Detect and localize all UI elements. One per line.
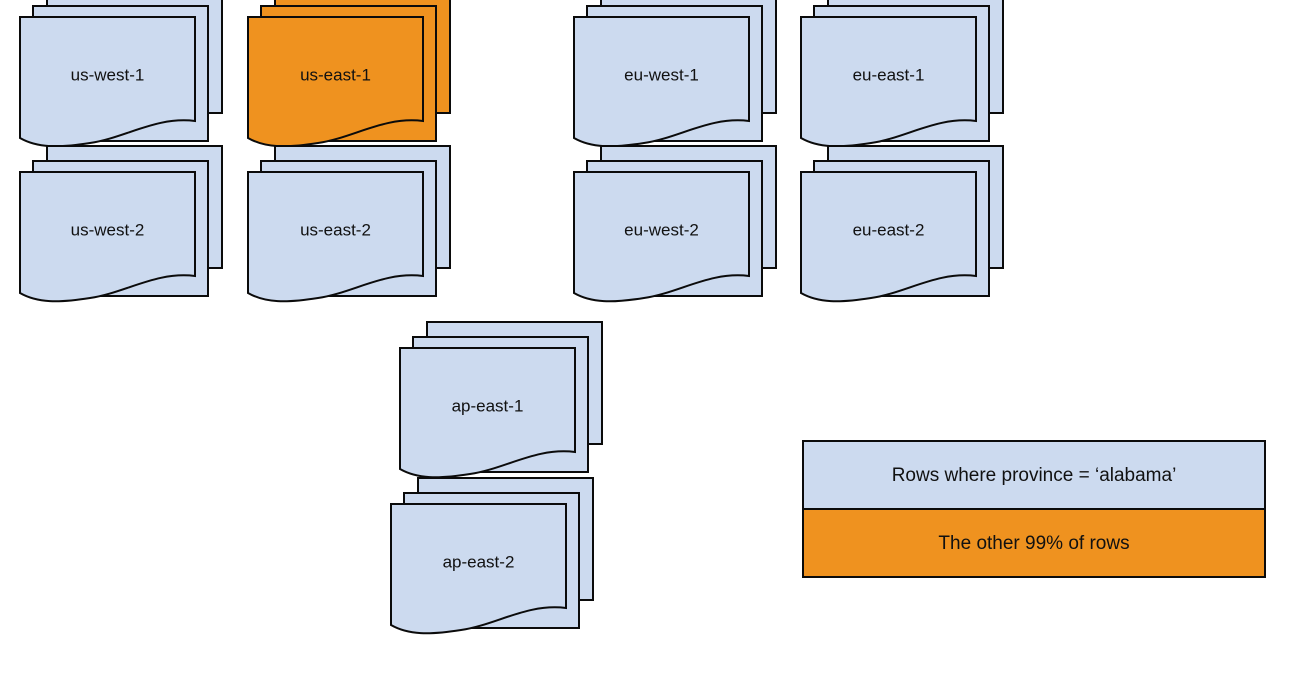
legend-swatch [802, 508, 1266, 578]
document-stack-eu-west-2[interactable]: eu-west-2 [573, 145, 777, 303]
document-stack-label: us-east-1 [300, 65, 371, 84]
document-sheet-front [800, 171, 977, 303]
document-sheet-front [247, 171, 424, 303]
document-stack-label: ap-east-2 [443, 552, 515, 571]
document-stack-label: us-west-2 [71, 220, 145, 239]
document-sheet-front [390, 503, 567, 635]
document-stack-eu-west-1[interactable]: eu-west-1 [573, 0, 777, 148]
document-sheet-front [19, 16, 196, 148]
document-stack-ap-east-2[interactable]: ap-east-2 [390, 477, 594, 635]
legend: Rows where province = ‘alabama’ The other… [802, 440, 1266, 578]
legend-label: The other 99% of rows [938, 533, 1129, 554]
document-stack-label: eu-west-2 [624, 220, 699, 239]
document-stack-ap-east-1[interactable]: ap-east-1 [399, 321, 603, 479]
document-stack-label: us-west-1 [71, 65, 145, 84]
legend-row-alabama: Rows where province = ‘alabama’ [802, 440, 1266, 510]
document-stack-us-east-1[interactable]: us-east-1 [247, 0, 451, 148]
document-stack-label: us-east-2 [300, 220, 371, 239]
document-stack-eu-east-2[interactable]: eu-east-2 [800, 145, 1004, 303]
document-sheet-front [573, 171, 750, 303]
document-stack-label: eu-east-2 [853, 220, 925, 239]
document-sheet-front [19, 171, 196, 303]
legend-label: Rows where province = ‘alabama’ [892, 465, 1177, 486]
document-sheet-front [573, 16, 750, 148]
document-stack-us-west-2[interactable]: us-west-2 [19, 145, 223, 303]
document-stack-label: ap-east-1 [452, 396, 524, 415]
document-sheet-front [247, 16, 424, 148]
legend-row-other: The other 99% of rows [802, 508, 1266, 578]
document-stack-eu-east-1[interactable]: eu-east-1 [800, 0, 1004, 148]
document-stack-label: eu-west-1 [624, 65, 699, 84]
document-stack-group: us-west-1 us-east-1 eu-west-1 eu-east-1 us-w… [19, 0, 1004, 635]
document-sheet-front [800, 16, 977, 148]
legend-swatch [802, 440, 1266, 510]
document-stack-label: eu-east-1 [853, 65, 925, 84]
document-sheet-front [399, 347, 576, 479]
document-stack-us-east-2[interactable]: us-east-2 [247, 145, 451, 303]
document-stack-us-west-1[interactable]: us-west-1 [19, 0, 223, 148]
